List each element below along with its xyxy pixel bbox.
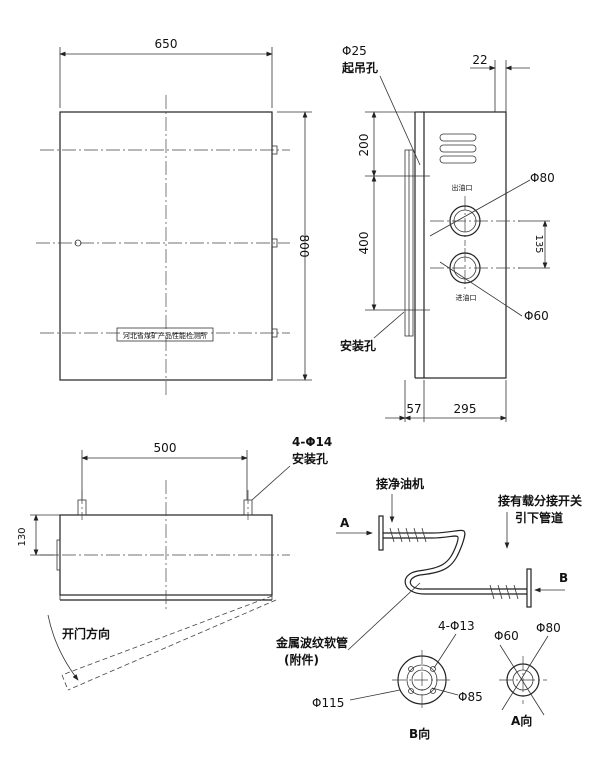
a-direction-view: Φ60 Φ80 A向 xyxy=(494,621,561,728)
front-view: 650 河北省煤矿产品性能检测所 800 xyxy=(36,37,312,398)
top-width-dim: 500 xyxy=(154,441,177,455)
b-direction-view: 4-Φ13 Φ115 Φ85 B向 xyxy=(312,619,483,741)
front-height-dim: 800 xyxy=(297,235,311,258)
side-box xyxy=(423,111,507,379)
outlet-dia: Φ80 xyxy=(530,171,555,185)
b-outer-dia: Φ115 xyxy=(312,696,344,710)
switch-label-1: 接有载分接开关 xyxy=(498,493,582,508)
top-hole-label: 安装孔 xyxy=(292,451,328,466)
flange-a xyxy=(378,515,384,551)
hose xyxy=(383,529,527,590)
inlet-label: 进油口 xyxy=(456,293,477,302)
view-b-marker: B xyxy=(559,571,568,585)
purifier-label: 接净油机 xyxy=(376,476,424,491)
b-holes-dia: 4-Φ13 xyxy=(438,619,475,633)
lifting-hole-label: 起吊孔 xyxy=(341,60,378,75)
door-direction-label: 开门方向 xyxy=(62,626,110,641)
front-hole xyxy=(74,239,82,247)
top-view: 500 4-Φ14 安装孔 130 开门方向 xyxy=(17,435,332,691)
hose-label-2: (附件) xyxy=(284,652,319,667)
a-dia-80: Φ80 xyxy=(536,621,561,635)
hose-label-1: 金属波纹软管 xyxy=(275,635,348,650)
nameplate xyxy=(116,327,214,342)
a-dia-60: Φ60 xyxy=(494,629,519,643)
dim-57: 57 xyxy=(406,402,421,416)
nameplate-text: 河北省煤矿产品性能检测所 xyxy=(123,331,207,340)
piping-diagram: 接净油机 接有载分接开关 引下管道 A B 金属波纹软管 (附件) xyxy=(275,476,582,741)
lifting-hole-dia: Φ25 xyxy=(342,44,367,58)
flange-b xyxy=(526,568,532,608)
b-inner-dia: Φ85 xyxy=(458,690,483,704)
view-a-marker: A xyxy=(340,516,350,530)
dim-200: 200 xyxy=(357,134,371,157)
mount-hole-label: 安装孔 xyxy=(340,338,376,353)
dim-400: 400 xyxy=(357,232,371,255)
outlet-label: 出油口 xyxy=(452,183,473,192)
a-view-title: A向 xyxy=(511,713,532,728)
top-height-dim: 130 xyxy=(17,527,28,546)
outlet-port xyxy=(449,205,481,237)
switch-label-2: 引下管道 xyxy=(515,510,563,525)
inlet-port xyxy=(449,252,481,284)
front-width-dim: 650 xyxy=(155,37,178,51)
inlet-dia: Φ60 xyxy=(524,309,549,323)
dim-135: 135 xyxy=(533,234,544,253)
b-view-title: B向 xyxy=(409,726,430,741)
dim-295: 295 xyxy=(454,402,477,416)
top-hole-dia: 4-Φ14 xyxy=(292,435,332,449)
dim-22: 22 xyxy=(472,53,487,67)
side-view: Φ25 起吊孔 22 200 400 出油口 Φ80 进油口 Φ60 xyxy=(340,44,555,422)
